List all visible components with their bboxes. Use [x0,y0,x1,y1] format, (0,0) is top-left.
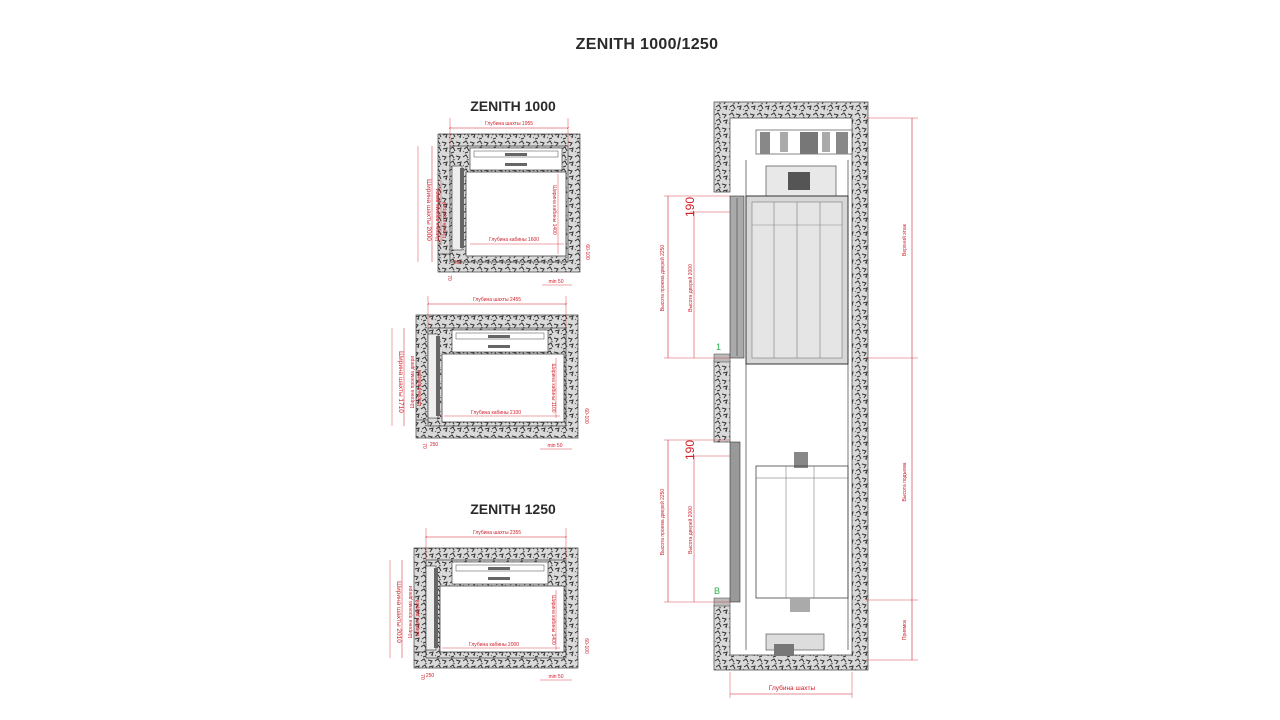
pit-buffer [765,633,825,656]
dim-door-clear: Ширина проема двери [410,356,416,409]
dim-door-height-top: Высота дверей 2000 [687,264,694,312]
dim-min: min 50 [548,674,563,680]
dim-shaft-depth: Глубина шахты 2355 [473,530,521,536]
page-title: ZENITH 1000/1250 [575,36,719,53]
dim-s1: 70 [419,674,425,680]
dim-door-width: Ширина дверей [414,600,421,637]
elevator-cabin-bottom [755,452,849,612]
floor-marker-top: 1 [716,342,721,352]
dim-door-clear: Ширина проема двери [408,586,414,639]
counterweight [451,561,549,585]
cabin [465,171,567,257]
dim-cabin-width: Ширина кабины 1100 [550,363,556,412]
dim-s3: 60-100 [583,408,589,424]
dim-cabin-depth: Глубина кабины 1600 [489,237,539,243]
counterweight [451,329,549,353]
dim-pit: Приямок [902,619,908,640]
counterweight [469,147,563,171]
dim-door-clear: Ширина проема двери [435,189,441,242]
floor-marker-bottom: B [714,586,720,596]
shaft-wall-section [713,101,869,671]
dim-shaft-width: Ширина шахты 2000 [425,179,432,241]
dim-s2: 250 [426,673,435,679]
cabin [441,353,565,423]
dim-s1: 70 [421,443,427,449]
plan-zenith-1250: Глубина шахты 2355 Глубина кабины 2000 Ш… [389,528,589,681]
plan-title-zenith-1000: ZENITH 1000 [470,98,556,114]
plan-zenith-1000: Глубина шахты 1955 Глубина кабины 1600 Ш… [417,118,590,286]
elevator-cabin-top [745,165,849,365]
dim-shaft-depth: Глубина шахты [769,684,816,692]
dim-door-opening-top: Высота проема дверей 2250 [659,245,666,312]
traction-machine [755,129,853,155]
dim-cabin-width: Ширина кабины 1400 [550,595,556,645]
dim-min: min 50 [548,279,563,285]
dim-190-top: 190 [683,197,697,217]
dim-s2: 250 [454,260,463,266]
dim-top-floor: Верхний этаж [901,223,908,256]
dim-s2: 250 [430,442,439,448]
landing-door-bottom [729,441,741,603]
wall-segment [713,359,731,443]
section-view: Верхний этаж Высота подъема Приямок Глуб… [659,101,918,698]
dim-cabin-width: Ширина кабины 1400 [551,185,557,235]
dim-cabin-depth: Глубина кабины 2100 [471,410,521,416]
dim-door-width: Ширина дверей [441,202,448,239]
plan-title-zenith-1250: ZENITH 1250 [470,501,556,517]
dim-min: min 50 [547,443,562,449]
dim-door-opening-bottom: Высота проема дверей 2250 [659,489,666,556]
dim-door-width: Ширина дверей [416,370,423,407]
dim-travel: Высота подъема [902,462,908,501]
plan-zenith-middle: Глубина шахты 2455 Глубина кабины 2100 Ш… [391,296,589,450]
dim-shaft-width: Ширина шахты 1710 [397,351,404,413]
dim-cabin-depth: Глубина кабины 2000 [469,642,519,648]
dim-shaft-width: Ширина шахты 2010 [395,581,402,643]
dim-s3: 60-100 [583,638,589,654]
dim-190-bottom: 190 [683,440,697,460]
dim-s3: 60-100 [584,244,590,260]
dim-shaft-depth: Глубина шахты 2455 [473,297,521,303]
dim-shaft-depth: Глубина шахты 1955 [485,121,533,127]
cabin [439,585,565,653]
dim-s1: 70 [446,275,452,281]
dim-door-height-bottom: Высота дверей 2000 [687,506,694,554]
